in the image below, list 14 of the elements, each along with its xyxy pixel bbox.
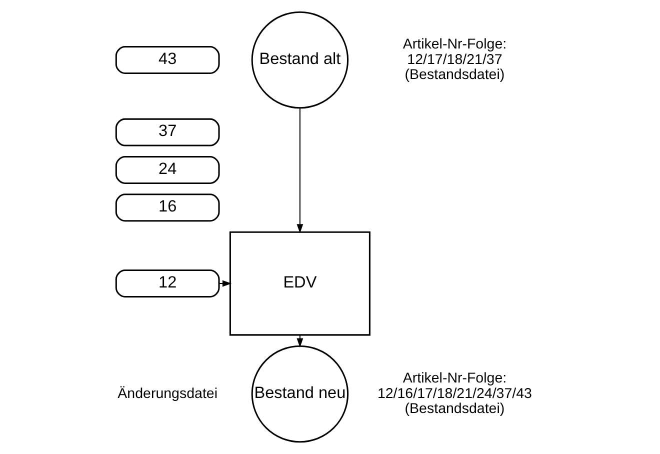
node-label: Artikel-Nr-Folge: 12/16/17/18/21/24/37/43 (Bestandsdatei)	[376, 370, 532, 418]
node-label: Artikel-Nr-Folge: 12/17/18/21/37 (Bestandsdatei)	[402, 36, 506, 84]
arrow	[296, 108, 303, 234]
node-box: 12	[114, 270, 220, 298]
node-box: 43	[114, 46, 220, 74]
node-circle: Bestand alt	[250, 11, 348, 109]
node-circle: Bestand neu	[250, 345, 348, 443]
node-box: 37	[114, 118, 220, 146]
node-box: 24	[114, 156, 220, 184]
arrow	[218, 280, 232, 287]
node-box: EDV	[228, 231, 370, 336]
label: Änderungsdatei	[117, 386, 217, 402]
node-box: 16	[114, 194, 220, 222]
arrow	[296, 334, 303, 348]
